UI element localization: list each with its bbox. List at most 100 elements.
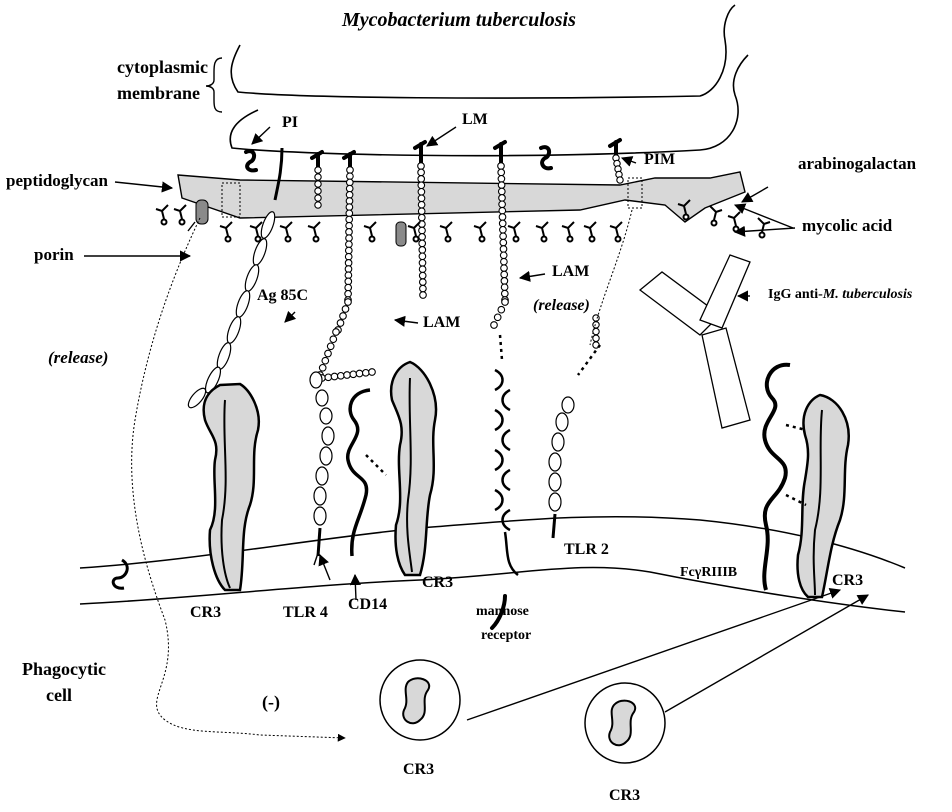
lm-bead [420,285,427,292]
tlr4-receptor [310,372,334,556]
lam-bead [593,322,599,328]
lam-bead [593,315,599,321]
lam-bead [345,266,352,273]
lam-bead [501,278,508,285]
lam-bead [330,336,337,343]
lam-label-center: LAM [423,315,460,332]
mycolic-acid-hook [710,206,722,220]
mycolic-acid-head [480,237,485,242]
mycolic-acid-hook [728,212,740,226]
mycolic-acid-head [760,233,765,238]
mycolic-acid-head [226,237,231,242]
lm-bead [420,292,427,299]
cytoplasmic-membrane-label-1: cytoplasmic [117,58,208,77]
lm-bead [418,169,425,176]
lm-bead [419,227,426,234]
cr3-receptors [204,362,849,597]
lam-bead [498,306,505,313]
lam-bead [500,252,507,259]
lm-bead [418,189,425,196]
mycolic-acid-label: mycolic acid [802,217,892,235]
mycolic-acid-head [314,237,319,242]
lam-bead [346,241,353,248]
ag85c-label: Ag 85C [257,288,308,305]
lam-bead [499,220,506,227]
lm-bead [419,260,426,267]
mannose-receptor [495,370,518,575]
mycolic-acid-hook [474,222,486,236]
lm-bead [420,279,427,286]
mycolic-acid-head [568,237,573,242]
lm-bead [419,272,426,279]
lam-bead [345,272,352,279]
lam-bead [346,247,353,254]
tlr4-label: TLR 4 [283,605,328,622]
lam-bead [325,350,332,357]
inhibition-label: (-) [262,693,280,712]
porin-shape-2 [396,222,406,246]
mannose-label: mannose [476,605,529,620]
lam-bead [346,210,353,217]
lam-bead [499,195,506,202]
cd14-receptor [348,390,370,556]
pim-label: PIM [644,152,675,169]
release-label-left: (release) [48,349,108,367]
mycolic-acid-head [286,237,291,242]
cr3-vesicle-label-1: CR3 [403,762,434,779]
pi-label: PI [282,115,298,132]
lam-bead [345,291,352,298]
lam-bead [498,163,505,170]
mycolic-acid-head [256,237,261,242]
mycolic-acid-hook [220,222,232,236]
lam-bead [346,222,353,229]
tlr2-label: TLR 2 [564,542,609,559]
lm-bead [419,247,426,254]
lam-bead [501,258,508,265]
lam-bead [356,370,363,377]
lam-bead [327,343,334,350]
lm-bead [418,195,425,202]
lm-bead [419,253,426,260]
lam-bead [346,235,353,242]
lam-bead [501,271,508,278]
lam-bead [494,314,501,321]
mycolic-acid-head [616,237,621,242]
mycolic-acid-head [162,220,167,225]
lam-bead [347,179,354,186]
porin-shape [196,200,208,224]
lm-bead [418,182,425,189]
lam-bead [498,176,505,183]
cr3-vesicle-label-2: CR3 [609,788,640,805]
mycolic-acid-hook [610,222,622,236]
igg-label-prefix: IgG anti- [768,287,823,302]
lam-bead [331,373,338,380]
lam-bead [502,299,509,306]
lm-bead [315,181,321,187]
lam-bead [345,284,352,291]
fcgriiib-receptor [764,365,790,590]
mycolic-acid-head [734,227,739,232]
lm-bead [418,163,425,170]
lam-bead [322,357,329,364]
lam-bead [500,246,507,253]
phagocytic-cell-label-1: Phagocytic [22,660,106,679]
lam-bead [346,229,353,236]
mycolic-acid-hook [584,222,596,236]
lam-bead [342,306,349,313]
membrane-brace [206,58,222,112]
phagocyte-membrane [80,517,905,612]
igg-antibody [640,255,750,428]
lam-bead [501,284,508,291]
lam-bead [350,371,357,378]
lm-bead [315,174,321,180]
lam-bead [325,374,332,381]
mycolic-acid-head [370,237,375,242]
lm-bead [418,201,425,208]
mycolic-acid-hook [562,222,574,236]
lam-bead [345,299,352,306]
organism-label: Mycobacterium tuberculosis [342,10,576,31]
lam-bead [498,182,505,189]
igg-label: IgG anti-M. tuberculosis [768,288,912,303]
lam-bead [500,227,507,234]
lam-bead [499,207,506,214]
